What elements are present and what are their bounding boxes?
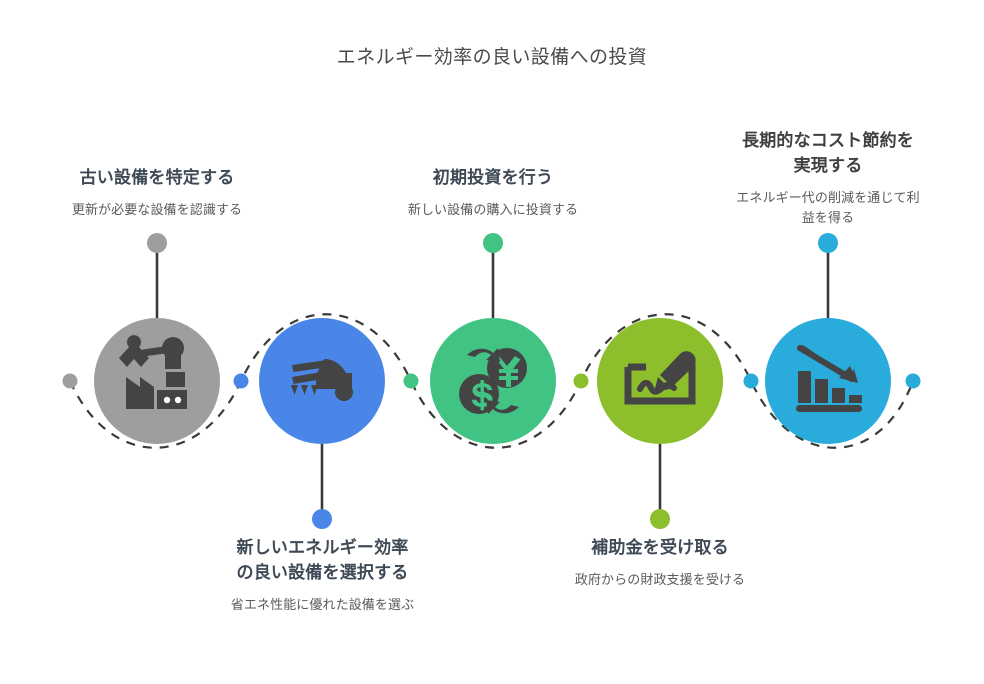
step-text-1: 古い設備を特定する 更新が必要な設備を認識する [24,165,290,220]
connector-dot-4 [573,373,589,389]
step-description-4: 政府からの財政支援を受ける [574,572,746,587]
connector-dot-6 [905,373,921,389]
step-description-1: 更新が必要な設備を認識する [71,202,243,217]
step-circle-1[interactable] [94,318,220,444]
connector-dot-3 [403,373,419,389]
dashed-wave-connector [68,313,915,449]
step-heading-2-line-2: の良い設備を選択する [236,563,409,582]
page-title: エネルギー効率の良い設備への投資 [336,47,648,68]
step-heading-1: 古い設備を特定する [79,168,235,187]
signature-pen-icon [624,351,696,405]
label-dot-5 [818,233,838,253]
step-heading-5: 長期的なコスト節約を 実現する [702,128,954,178]
label-dot-4 [650,509,670,529]
step-text-3: 初期投資を行う 新しい設備の購入に投資する [365,165,621,220]
step-heading-2: 新しいエネルギー効率 の良い設備を選択する [185,535,460,585]
step-description-5-line-1: エネルギー代の削減を通じて利 [736,190,920,205]
step-text-2: 新しいエネルギー効率 の良い設備を選択する 省エネ性能に優れた設備を選ぶ [185,535,460,615]
step-heading-5-line-1: 長期的なコスト節約を [742,131,914,150]
step-heading-4: 補助金を受け取る [591,538,729,557]
step-text-4: 補助金を受け取る 政府からの財政支援を受ける [530,535,790,590]
label-dot-3 [483,233,503,253]
step-description-5-line-2: 益を得る [801,210,855,225]
step-heading-2-line-1: 新しいエネルギー効率 [236,538,409,557]
connector-dot-5 [743,373,759,389]
step-heading-3: 初期投資を行う [432,168,554,187]
currency-exchange-icon [459,348,527,414]
step-description-2: 省エネ性能に優れた設備を選ぶ [230,597,415,612]
factory-robot-arm-icon [119,335,187,409]
step-description-5: エネルギー代の削減を通じて利 益を得る [702,188,954,228]
step-heading-5-line-2: 実現する [793,156,863,175]
step-description-3: 新しい設備の購入に投資する [407,202,579,217]
declining-bar-chart-icon [796,345,862,412]
lawn-mower-equipment-icon [291,359,353,401]
label-dot-2 [312,509,332,529]
connector-dot-2 [233,373,249,389]
label-dot-1 [147,233,167,253]
step-text-5: 長期的なコスト節約を 実現する エネルギー代の削減を通じて利 益を得る [702,128,954,228]
connector-dot-1 [62,373,78,389]
